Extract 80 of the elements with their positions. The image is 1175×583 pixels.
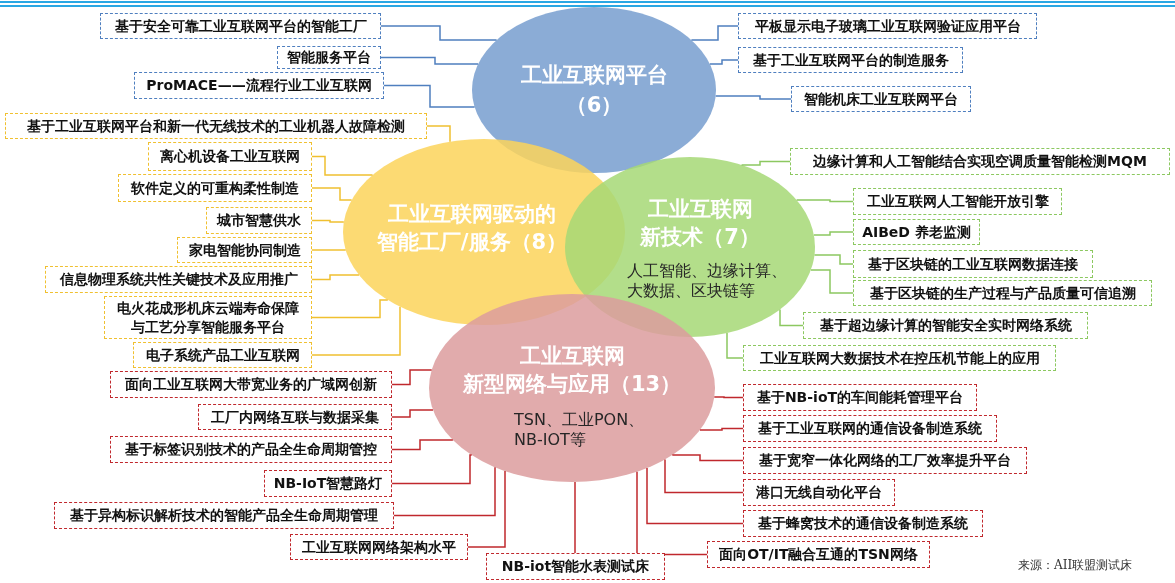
testbed-item: 基于蜂窝技术的通信设备制造系统 <box>743 510 983 537</box>
testbed-item: 软件定义的可重构柔性制造 <box>118 174 312 202</box>
testbed-item: 工业互联网大数据技术在控压机节能上的应用 <box>743 345 1056 371</box>
leader-line <box>690 25 739 41</box>
testbed-item: 电火花成形机床云端寿命保障与工艺分享智能服务平台 <box>104 296 312 339</box>
testbed-item: 基于区块链的生产过程与产品质量可信追溯 <box>853 280 1152 306</box>
testbed-item: 工厂内网络互联与数据采集 <box>198 404 392 430</box>
leader-line <box>311 219 345 223</box>
leader-line <box>426 125 451 143</box>
testbed-item: 面向工业互联网大带宽业务的广域网创新 <box>110 371 392 398</box>
leader-line <box>779 308 804 327</box>
testbed-item: 基于异构标识解析技术的智能产品全生命周期管理 <box>54 502 394 529</box>
testbed-item: NB-IoT智慧路灯 <box>264 470 392 497</box>
circle-title: 工业互联网 <box>646 197 754 223</box>
circle-title: 新型网络与应用（13） <box>461 372 683 398</box>
testbed-item: 工业互联网网络架构水平 <box>290 534 468 560</box>
testbed-item: 离心机设备工业互联网 <box>148 142 312 171</box>
topic-examples: 人工智能、边缘计算、大数据、区块链等 <box>627 261 788 301</box>
testbed-item: 家电智能协同制造 <box>177 237 312 263</box>
testbed-item: 港口无线自动化平台 <box>743 479 895 506</box>
testbed-item: 边缘计算和人工智能结合实现空调质量智能检测MQM <box>790 148 1170 175</box>
leader-line <box>664 458 744 494</box>
testbed-item: 电子系统产品工业互联网 <box>133 342 312 368</box>
leader-line <box>311 274 360 281</box>
testbed-item: 基于标签识别技术的产品全生命周期管控 <box>110 436 392 463</box>
leader-line <box>713 396 744 399</box>
leader-line <box>709 59 739 65</box>
testbed-item: 面向OT/IT融合互通的TSN网络 <box>707 541 930 568</box>
testbed-item: 平板显示电子玻璃工业互联网验证应用平台 <box>738 13 1037 39</box>
leader-line <box>311 155 374 176</box>
testbed-item: 基于工业互联网平台和新一代无线技术的工业机器人故障检测 <box>5 113 427 139</box>
source-note: 来源：AII联盟测试床 <box>1018 557 1133 574</box>
testbed-item: 智能机床工业互联网平台 <box>791 86 971 112</box>
topic-examples: TSN、工业PON、NB-IOT等 <box>514 410 646 450</box>
testbed-item: 基于NB-ioT的车间能耗管理平台 <box>743 384 977 411</box>
testbed-item: 智能服务平台 <box>277 46 381 69</box>
leader-line <box>467 470 506 548</box>
testbed-item: 基于超边缘计算的智能安全实时网络系统 <box>803 312 1088 339</box>
testbed-item: 基于宽窄一体化网络的工厂效率提升平台 <box>743 447 1027 474</box>
testbed-item: 城市智慧供水 <box>206 207 312 234</box>
leader-line <box>393 466 496 517</box>
leader-line <box>391 439 454 451</box>
leader-line <box>391 454 473 485</box>
leader-line <box>795 199 854 203</box>
leader-line <box>383 84 476 108</box>
testbed-item: 信息物理系统共性关键技术及应用推广 <box>45 266 312 293</box>
leader-line <box>311 299 389 319</box>
testbed-item: 基于工业互联网平台的制造服务 <box>738 47 963 73</box>
circle-title: 新技术（7） <box>639 225 761 251</box>
circle-title: 工业互联网驱动的 <box>387 202 557 228</box>
leader-line <box>646 467 744 525</box>
leader-line <box>311 249 347 251</box>
leader-line <box>813 254 854 265</box>
leader-line <box>574 481 576 554</box>
circle-title: 智能工厂/服务（8） <box>375 230 569 256</box>
leader-line <box>391 369 433 386</box>
testbed-item: 基于区块链的工业互联网数据连接 <box>853 250 1093 278</box>
leader-line <box>391 409 434 418</box>
testbed-item: ProMACE——流程行业工业互联网 <box>134 72 384 99</box>
testbed-item: AIBeD 养老监测 <box>853 219 980 245</box>
leader-line <box>726 332 744 359</box>
leader-line <box>311 187 353 201</box>
leader-line <box>813 231 854 236</box>
leader-line <box>311 305 401 356</box>
testbed-item: NB-iot智能水表测试床 <box>486 553 665 580</box>
leader-line <box>636 471 708 556</box>
testbed-item: 基于工业互联网的通信设备制造系统 <box>743 415 997 442</box>
leader-line <box>810 269 854 294</box>
circle-title: 工业互联网 <box>518 344 626 370</box>
leader-line <box>380 25 498 41</box>
circle-title: （6） <box>564 93 624 119</box>
leader-line <box>380 56 479 65</box>
testbed-item: 基于安全可靠工业互联网平台的智能工厂 <box>100 13 381 39</box>
leader-line <box>740 160 791 166</box>
leader-line <box>699 427 744 431</box>
venn-ellipse <box>472 7 716 173</box>
leader-line <box>671 454 744 462</box>
circle-title: 工业互联网平台 <box>519 63 669 89</box>
testbed-item: 工业互联网人工智能开放引擎 <box>853 188 1062 215</box>
leader-line <box>714 95 792 100</box>
